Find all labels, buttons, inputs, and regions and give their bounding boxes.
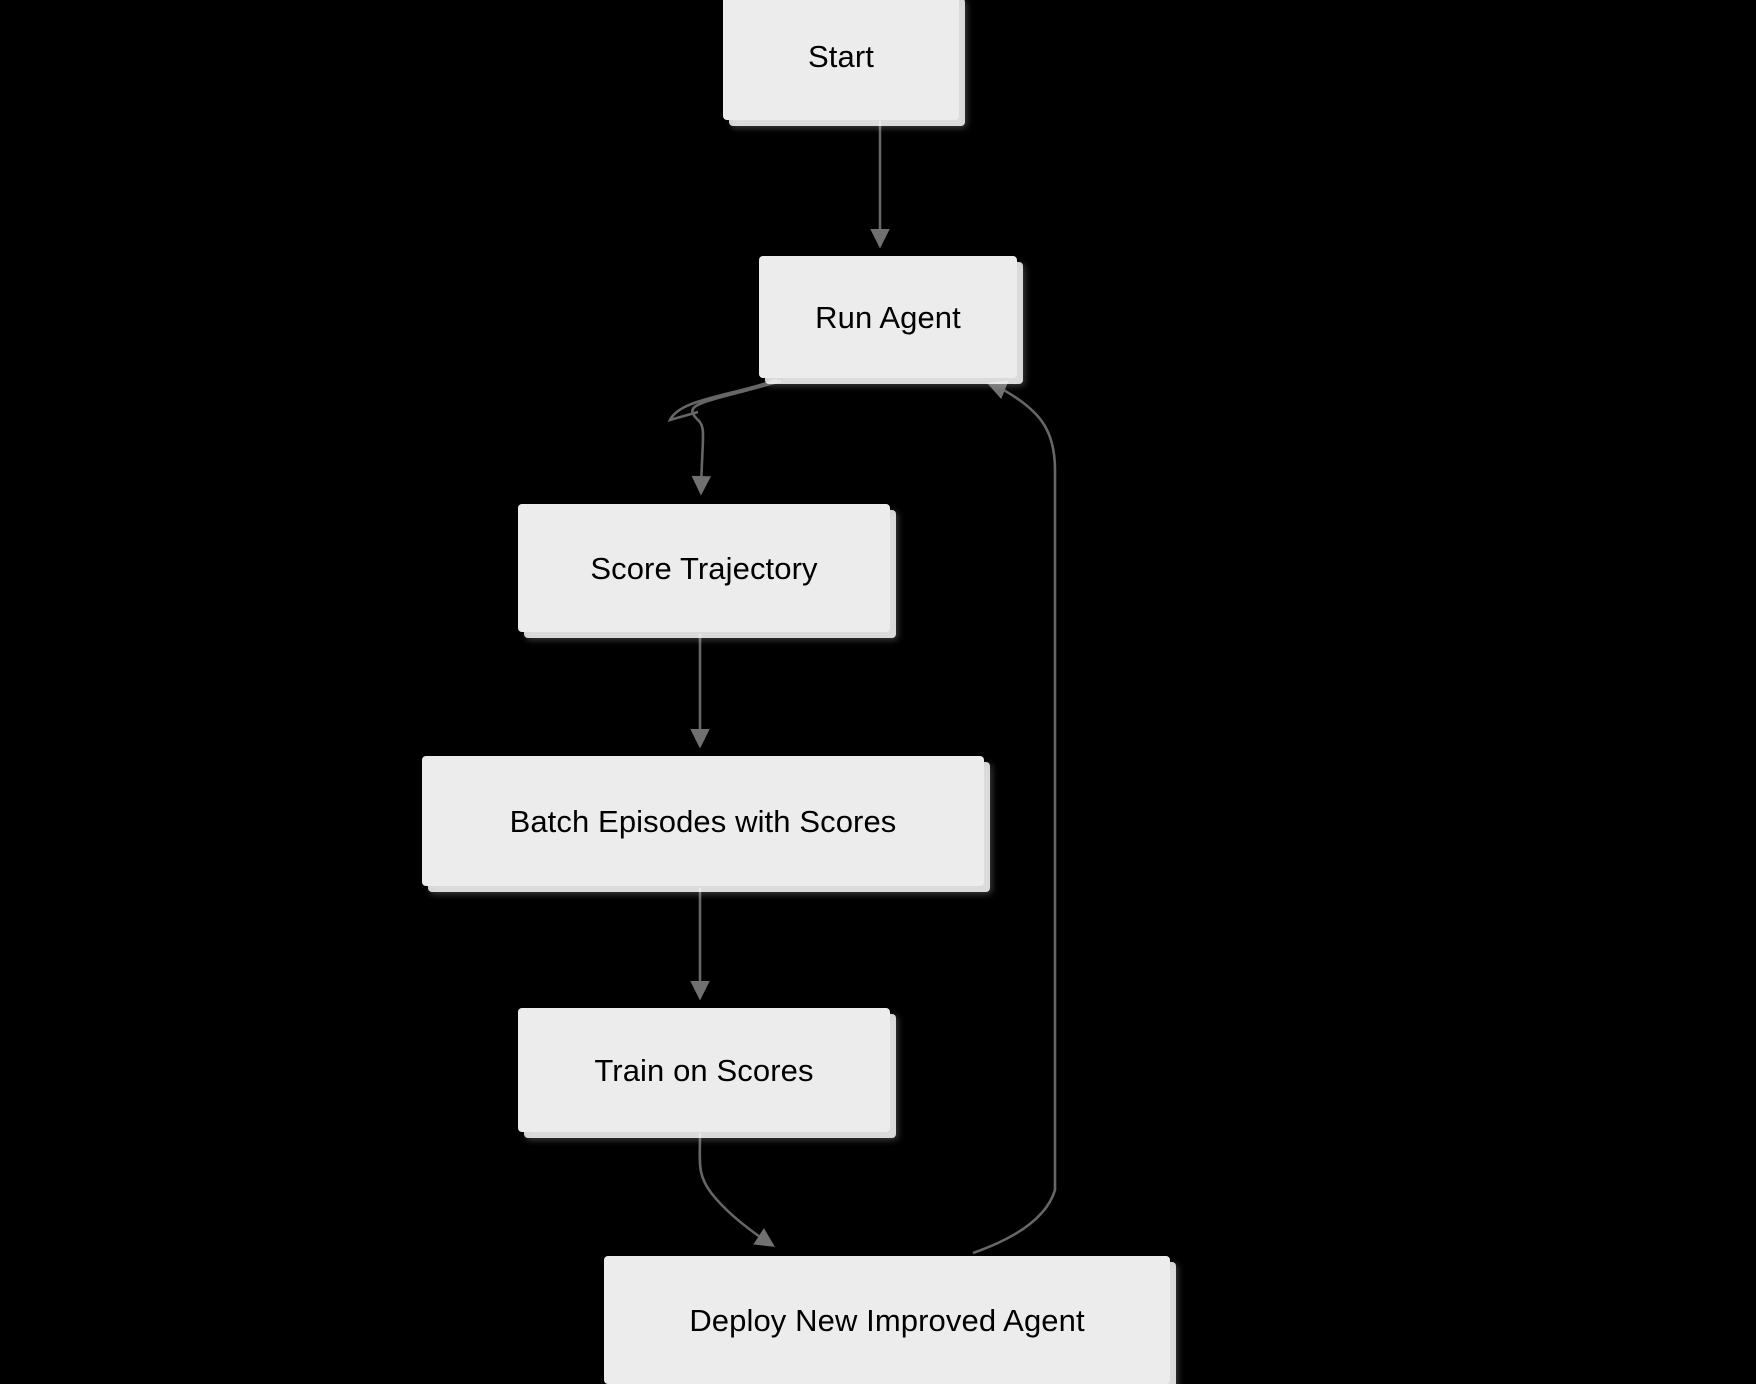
node-score-trajectory-label: Score Trajectory <box>590 550 818 586</box>
node-score-trajectory[interactable]: Score Trajectory <box>518 504 890 632</box>
node-train-on-scores-label: Train on Scores <box>594 1052 814 1088</box>
node-run-agent-label: Run Agent <box>815 299 961 335</box>
node-deploy-agent[interactable]: Deploy New Improved Agent <box>604 1256 1170 1384</box>
node-train-on-scores[interactable]: Train on Scores <box>518 1008 890 1132</box>
node-run-agent[interactable]: Run Agent <box>759 256 1017 378</box>
node-batch-episodes[interactable]: Batch Episodes with Scores <box>422 756 984 886</box>
node-deploy-agent-label: Deploy New Improved Agent <box>689 1302 1085 1338</box>
node-start-label: Start <box>808 38 874 74</box>
node-start[interactable]: Start <box>723 0 959 120</box>
edge-deploy-agent-to-run-agent <box>972 380 1057 1255</box>
edge-run-agent-to-score-trajectory <box>667 378 782 496</box>
edge-train-on-scores-to-deploy-agent <box>698 1132 775 1247</box>
node-batch-episodes-label: Batch Episodes with Scores <box>509 803 897 839</box>
